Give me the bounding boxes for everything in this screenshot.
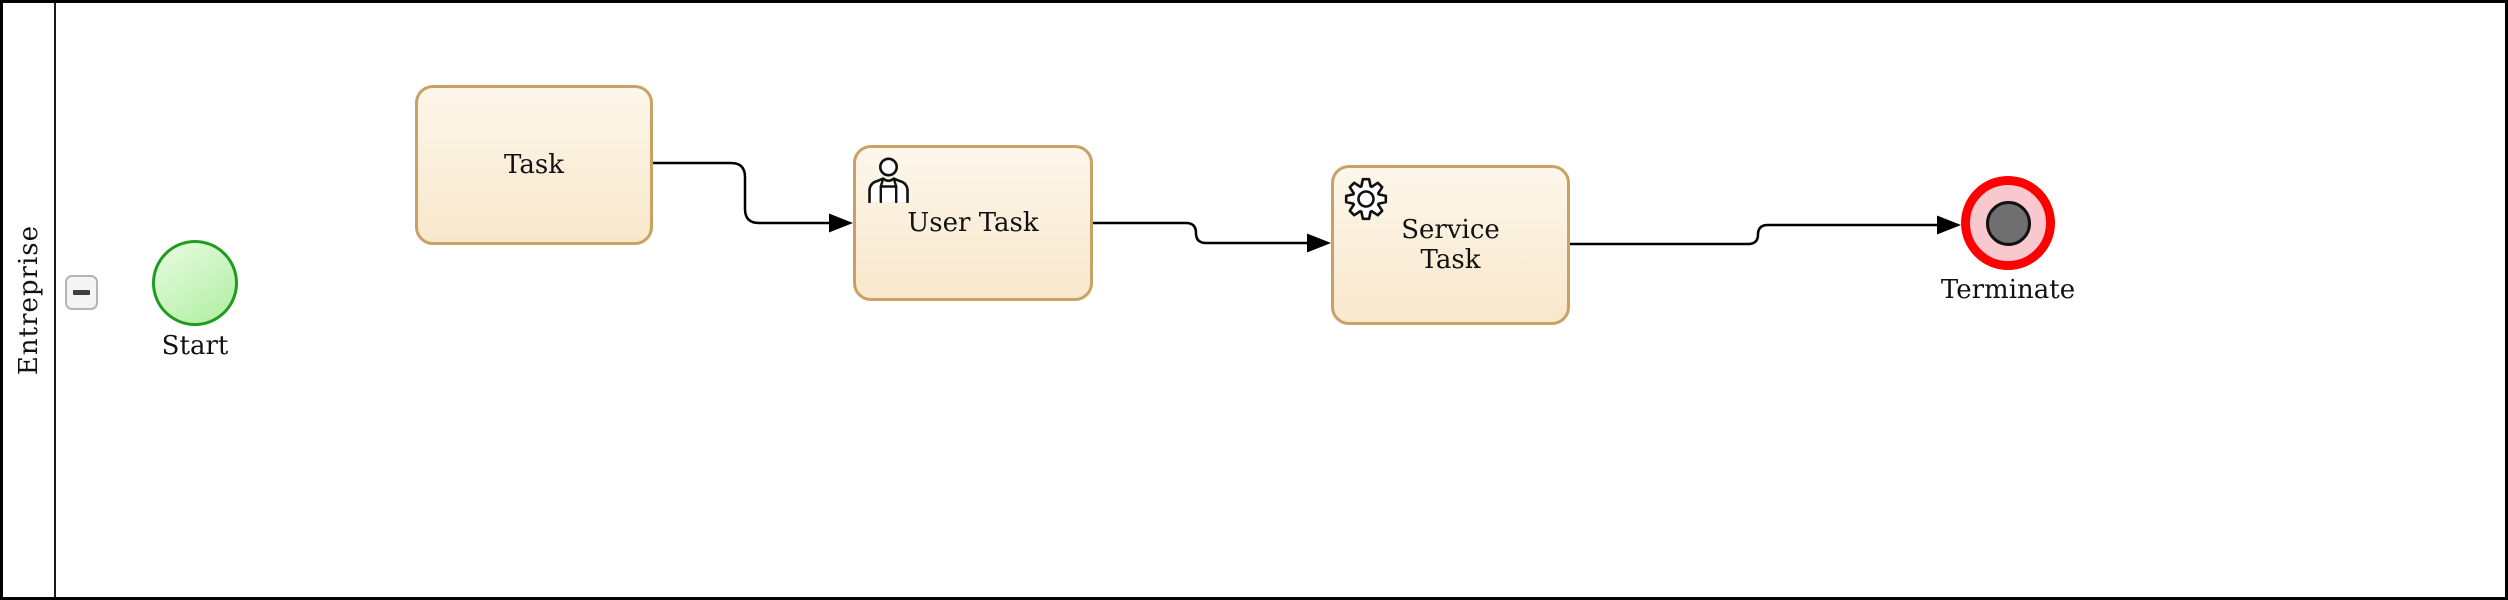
pool-label: Entreprise [13,224,44,376]
person-icon [868,157,909,203]
terminate-inner-circle [1985,200,2031,246]
lane-divider [54,3,56,597]
arrowhead-icon [829,213,853,233]
service-task-label: Service Task [1401,215,1500,275]
pool-lane-header: Entreprise [3,3,54,597]
service-task-node[interactable]: Service Task [1331,165,1570,325]
pool-collapse-button[interactable] [65,275,98,310]
sequence-flow-usertask-to-servicetask[interactable] [1093,221,1308,245]
user-task-node[interactable]: User Task [853,145,1093,301]
sequence-flow-task-to-usertask[interactable] [653,161,830,225]
sequence-flow-servicetask-to-terminate[interactable] [1570,223,1938,246]
minus-icon [73,290,90,295]
terminate-event-node[interactable] [1961,176,2055,270]
arrowhead-icon [1937,215,1961,235]
start-event-label: Start [161,331,229,361]
start-event-node[interactable] [152,240,238,326]
terminate-event-label: Terminate [1940,275,2076,305]
arrowhead-icon [1307,233,1331,253]
user-task-label: User Task [907,208,1039,238]
gear-icon [1344,177,1388,221]
task-label: Task [504,150,564,180]
task-node[interactable]: Task [415,85,653,245]
sequence-flows-layer [653,161,1961,253]
